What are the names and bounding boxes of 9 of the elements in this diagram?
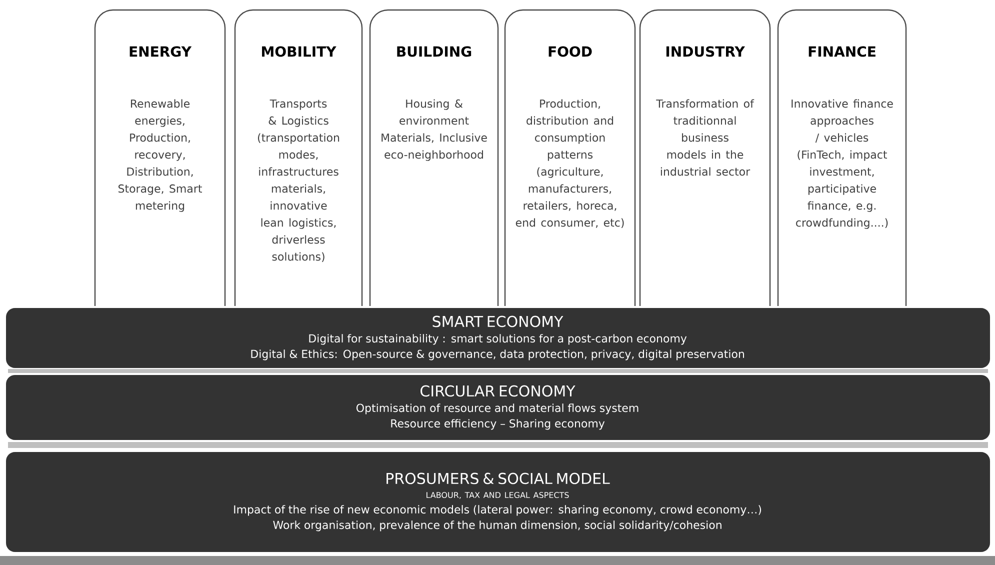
pillar-box: ENERGY Renewable energies, Production, recovery, Distribution, Storage, Smart metering xyxy=(94,9,226,307)
pillar-box: FOOD Production, distribution and consumption patterns (agriculture, manufacturers, retailers, horeca, end consumer, etc) xyxy=(504,9,636,307)
layer-band: SMART ECONOMY Digital for sustainability : smart solutions for a post-carbon economy Digital & Ethics: Open-source & governance, data protection, privacy, digital preservation xyxy=(6,308,990,368)
layer-band: CIRCULAR ECONOMY Optimisation of resource and material flows system Resource efficiency – Sharing economy xyxy=(6,375,990,440)
pillar-box: FINANCE Innovative finance approaches / vehicles (FinTech, impact investment, participative finance, e.g. crowdfunding....) xyxy=(777,9,907,307)
pillar-box: INDUSTRY Transformation of traditionnal business models in the industrial sector xyxy=(639,9,771,307)
pillar-box: MOBILITY Transports & Logistics (transportation modes, infrastructures materials, innovative lean logistics, driverless solutions) xyxy=(234,9,363,307)
pillar-box: BUILDING Housing & environment Materials, Inclusive eco-neighborhood xyxy=(369,9,499,307)
layer-band: PROSUMERS & SOCIAL MODEL LABOUR, TAX AND LEGAL ASPECTS Impact of the rise of new economic models (lateral power: sharing economy, crowd economy…) Work organisation, prevalence of the human dimension, social solidarity/cohesion xyxy=(6,452,990,552)
